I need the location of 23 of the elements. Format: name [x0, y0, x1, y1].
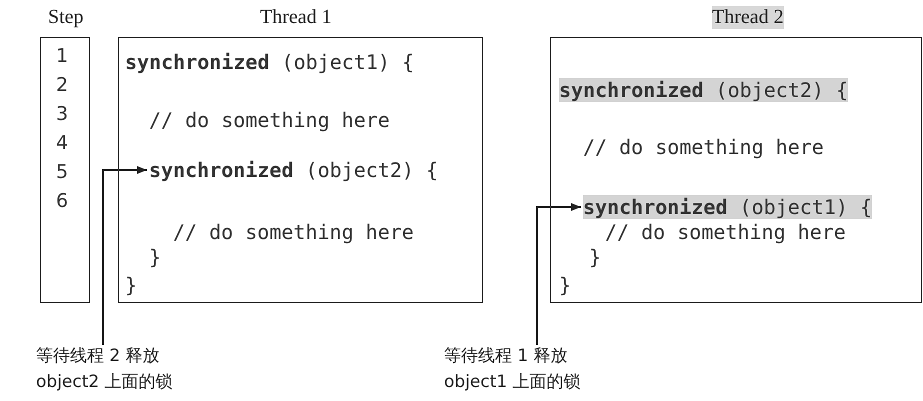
- code-line: }: [125, 273, 138, 297]
- column-heading: Thread 2: [712, 6, 784, 29]
- step-number: 6: [56, 189, 68, 213]
- step-number: 4: [56, 131, 68, 155]
- annotation-text: 等待线程 1 释放 object1 上面的锁: [444, 343, 609, 395]
- code-line: // do something here: [149, 108, 390, 132]
- step-number: 5: [56, 160, 68, 184]
- step-number: 3: [56, 102, 68, 126]
- code-line: synchronized (object1) {: [125, 50, 414, 74]
- step-number: 1: [56, 44, 68, 68]
- column-heading: Step: [48, 6, 84, 29]
- arrow: [536, 203, 581, 345]
- code-line: synchronized (object2) {: [149, 158, 438, 182]
- annotation-text: 等待线程 2 释放 object2 上面的锁: [36, 343, 201, 395]
- code-line: }: [559, 273, 572, 297]
- arrow: [102, 166, 147, 345]
- code-line: // do something here: [605, 220, 846, 244]
- code-line: // do something here: [583, 135, 824, 159]
- code-line: }: [149, 245, 162, 269]
- column-heading: Thread 1: [260, 6, 332, 29]
- code-line: }: [589, 245, 602, 269]
- step-number: 2: [56, 73, 68, 97]
- code-line: // do something here: [173, 220, 414, 244]
